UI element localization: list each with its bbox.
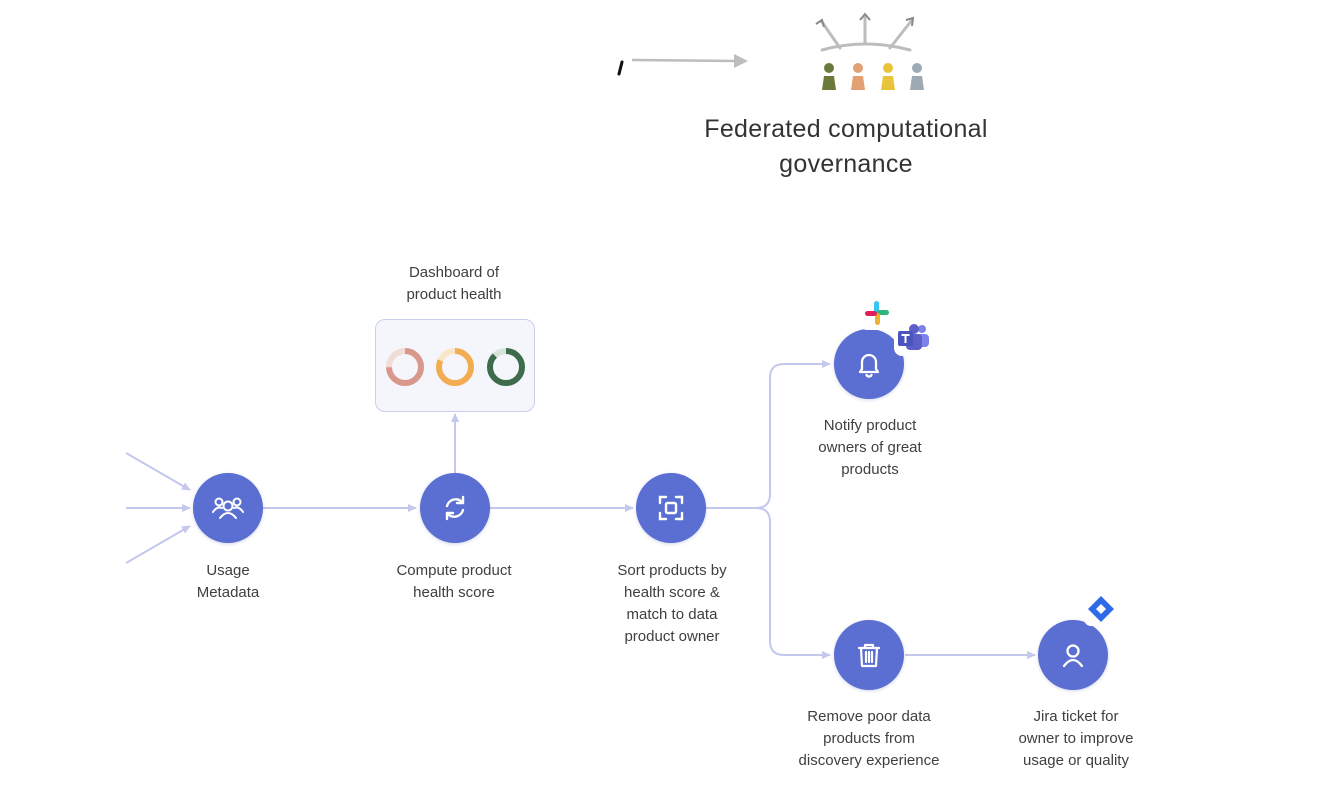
remove-products-label: Remove poor data products from discovery… — [798, 708, 940, 769]
jira-ticket-label: Jira ticket for owner to improve usage o… — [1018, 708, 1134, 769]
notify-owners-label: Notify product owners of great products — [818, 417, 922, 478]
trash-icon — [857, 643, 881, 668]
jira-icon — [1084, 592, 1118, 626]
slack-icon — [860, 296, 894, 330]
governance-arrow — [617, 54, 748, 76]
governance-title: Federated computational governance — [704, 115, 988, 178]
sort-products-node[interactable] — [636, 473, 706, 543]
compute-score-label: Compute product health score — [396, 562, 512, 601]
governance-illustration — [815, 12, 924, 90]
branch-to-remove — [755, 507, 831, 659]
teams-icon — [894, 320, 934, 356]
notify-owners-node[interactable] — [834, 329, 904, 399]
usage-metadata-label: Usage Metadata — [196, 562, 260, 601]
usage-metadata-node[interactable] — [193, 473, 263, 543]
input-arrow-bottom — [125, 525, 191, 564]
dashboard-label: Dashboard of product health — [406, 264, 502, 303]
dashboard-card[interactable] — [375, 319, 535, 412]
focus-frame-icon — [658, 495, 684, 521]
health-donut-charts — [386, 348, 525, 386]
remove-products-node[interactable] — [834, 620, 904, 690]
branch-to-notify — [706, 360, 831, 509]
health-donut-poor — [386, 348, 424, 386]
users-icon — [212, 497, 244, 519]
compute-score-node[interactable] — [420, 473, 490, 543]
input-arrow-top — [125, 452, 191, 491]
sort-products-label: Sort products by health score & match to… — [617, 562, 727, 645]
bell-icon — [858, 353, 880, 378]
health-donut-medium — [436, 348, 474, 386]
jira-ticket-node[interactable] — [1038, 620, 1108, 690]
health-donut-good — [487, 348, 525, 386]
user-icon — [1062, 644, 1084, 668]
refresh-icon — [445, 495, 465, 521]
